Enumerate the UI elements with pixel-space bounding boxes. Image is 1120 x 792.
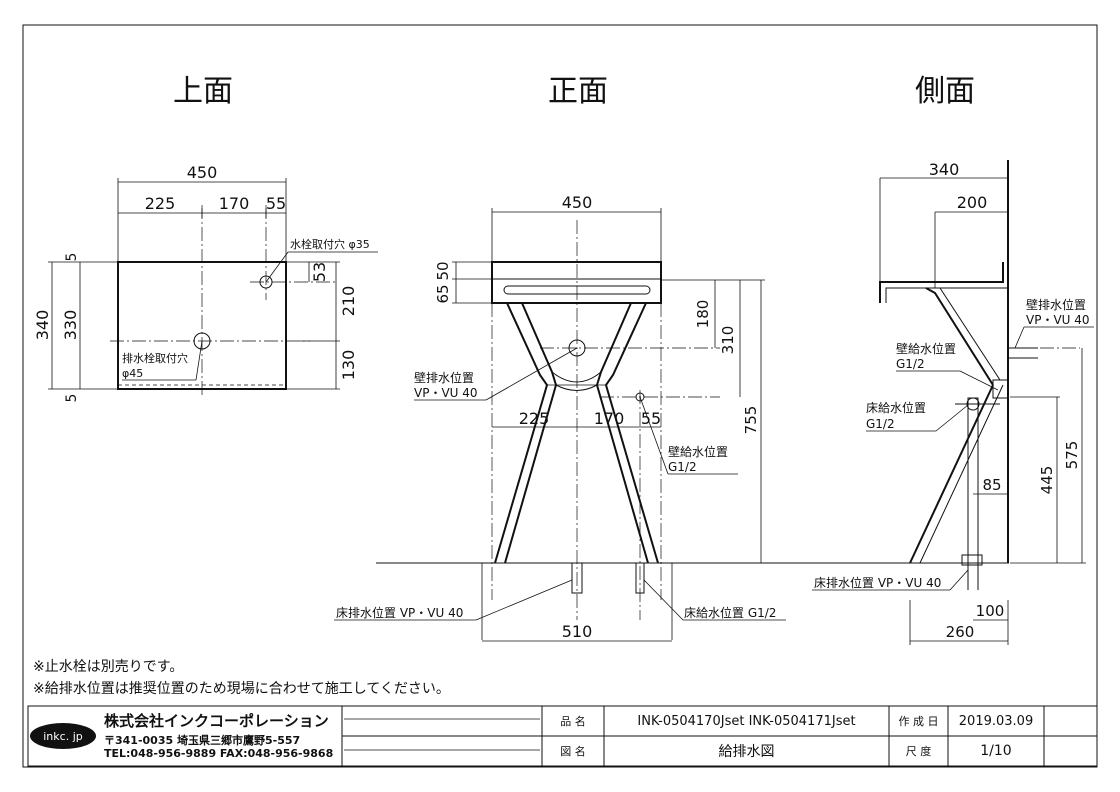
front-view-basin: [491, 261, 662, 304]
dim-top-inner-depth: 330: [61, 310, 80, 341]
note-1: ※止水栓は別売りです。: [33, 659, 184, 675]
label-faucet-hole: 水栓取付穴 φ35: [290, 237, 370, 251]
label-front-floor-supply: 床給水位置 G1/2: [684, 605, 776, 620]
company-contact: TEL:048-956-9889 FAX:048-956-9868: [104, 747, 334, 760]
product-name-label: 品 名: [560, 715, 586, 728]
dim-front-seg1: 225: [519, 409, 550, 428]
dim-top-upper: 210: [339, 286, 358, 317]
sheet-border: [22, 24, 1098, 768]
label-front-wall-supply-spec: G1/2: [668, 460, 697, 474]
dim-side-200: 200: [957, 193, 988, 212]
dim-front-top-thk: 50: [434, 261, 452, 280]
front-view: 450 50 65 180 310 755 225 170 55 510 壁排水…: [334, 193, 1009, 642]
date-label: 作 成 日: [898, 715, 939, 728]
dim-front-seg3: 55: [641, 409, 661, 428]
dim-side-100: 100: [976, 602, 1005, 620]
dim-front-180: 180: [694, 300, 712, 329]
label-front-wall-drain-spec: VP・VU 40: [414, 386, 478, 400]
side-view: 340 200 85 445 575 100 260 壁排水位置 VP・VU 4…: [812, 160, 1094, 645]
scale-label: 尺 度: [905, 745, 932, 758]
logo-text: inkc. jp: [43, 729, 83, 743]
company-logo: [30, 723, 96, 749]
dim-top-rim-bottom: 5: [64, 394, 80, 403]
label-side-wall-drain-spec: VP・VU 40: [1026, 313, 1090, 327]
dim-top-overall-width: 450: [187, 163, 218, 182]
label-side-floor-drain: 床排水位置 VP・VU 40: [814, 575, 941, 590]
dim-side-depth: 340: [929, 160, 960, 179]
label-front-floor-drain: 床排水位置 VP・VU 40: [336, 605, 463, 620]
label-front-wall-drain: 壁排水位置: [414, 370, 474, 385]
note-2: ※給排水位置は推奨位置のため現場に合わせて施工してください。: [33, 681, 450, 697]
dim-side-260: 260: [946, 623, 975, 641]
dim-top-seg3: 55: [266, 194, 286, 213]
dim-front-band: 65: [434, 284, 452, 303]
dim-top-hole-offset: 53: [310, 262, 329, 282]
label-side-floor-supply-spec: G1/2: [866, 417, 895, 431]
date-value: 2019.03.09: [958, 713, 1034, 729]
drawing-name-label: 図 名: [560, 745, 586, 758]
scale-value: 1/10: [980, 743, 1012, 759]
label-side-wall-supply: 壁給水位置: [896, 341, 956, 356]
dim-front-base: 510: [562, 622, 593, 641]
dim-front-755: 755: [742, 406, 760, 435]
label-drain-hole: 排水栓取付穴: [122, 351, 188, 365]
dim-top-rim-top: 5: [64, 253, 80, 262]
dim-side-85: 85: [982, 476, 1001, 494]
dim-side-575: 575: [1063, 441, 1081, 470]
product-name: INK-0504170Jset INK-0504171Jset: [637, 713, 856, 729]
view-title-top: 上面: [173, 74, 233, 109]
dim-top-seg2: 170: [219, 194, 250, 213]
label-side-wall-supply-spec: G1/2: [896, 357, 925, 371]
dim-top-seg1: 225: [145, 194, 176, 213]
dim-top-lower: 130: [339, 350, 358, 381]
dim-front-310: 310: [719, 326, 737, 355]
view-title-side: 側面: [915, 74, 975, 109]
dim-top-overall-depth: 340: [33, 310, 52, 341]
dim-front-seg2: 170: [594, 409, 625, 428]
view-title-front: 正面: [548, 74, 608, 109]
company-address: 〒341-0035 埼玉県三郷市鷹野5-557: [104, 734, 301, 747]
dim-front-width: 450: [562, 193, 593, 212]
label-drain-hole-dia: φ45: [122, 367, 143, 380]
label-side-wall-drain: 壁排水位置: [1026, 297, 1086, 312]
title-block-grid: [27, 705, 1098, 767]
drawing-name: 給排水図: [718, 744, 775, 760]
company-name: 株式会社インクコーポレーション: [104, 712, 329, 730]
label-front-wall-supply: 壁給水位置: [668, 444, 728, 459]
label-side-floor-supply: 床給水位置: [866, 400, 926, 415]
dim-side-445: 445: [1038, 466, 1056, 495]
top-view: 450 225 170 55 340 330 5 5 53 210 130 水栓…: [33, 163, 378, 402]
